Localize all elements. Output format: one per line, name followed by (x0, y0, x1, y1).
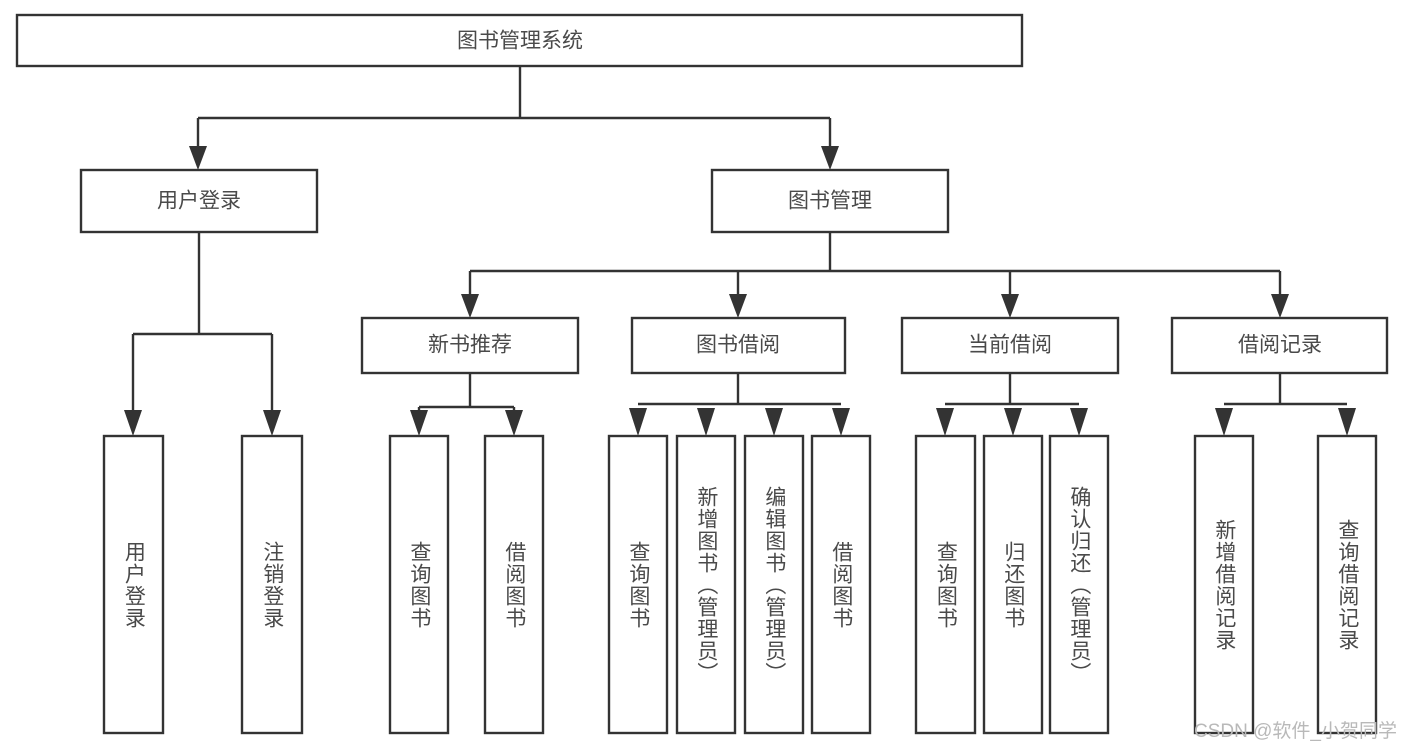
arrow-head-leaf-query-book-1 (410, 410, 428, 436)
node-current-borrow[interactable]: 当前借阅 (900, 316, 1120, 375)
node-leaf-logout-box[interactable] (240, 434, 304, 735)
arrow-head-leaf-return-book (1004, 408, 1022, 436)
arrow-head-leaf-user-login (124, 410, 142, 436)
node-new-book-rec[interactable]: 新书推荐 (360, 316, 580, 375)
arrow-head-leaf-logout (263, 410, 281, 436)
node-book-borrow-label: 图书借阅 (696, 334, 780, 357)
arrow-head-current-borrow (1001, 294, 1019, 318)
node-leaf-query-record-box[interactable] (1316, 434, 1378, 735)
node-book-manage-label: 图书管理 (788, 190, 872, 213)
connector-group-book-borrow (629, 373, 850, 436)
leaf-box-group (102, 434, 1378, 735)
node-current-borrow-label: 当前借阅 (968, 334, 1052, 357)
node-leaf-query-book-2-box[interactable] (607, 434, 669, 735)
node-borrow-record-label: 借阅记录 (1238, 334, 1322, 357)
arrow-head-user-login (189, 146, 207, 170)
arrow-head-leaf-query-book-3 (936, 408, 954, 436)
node-leaf-add-book-box[interactable] (675, 434, 737, 735)
node-current-borrow-box[interactable] (900, 316, 1120, 375)
node-leaf-borrow-book-1-box[interactable] (483, 434, 545, 735)
arrow-head-leaf-add-record (1215, 408, 1233, 436)
node-leaf-confirm-return-box[interactable] (1048, 434, 1110, 735)
node-leaf-query-book-1-box[interactable] (388, 434, 450, 735)
arrow-head-leaf-query-record (1338, 408, 1356, 436)
node-book-manage[interactable]: 图书管理 (710, 168, 950, 234)
node-book-borrow-box[interactable] (630, 316, 847, 375)
node-borrow-record[interactable]: 借阅记录 (1170, 316, 1389, 375)
watermark-text: CSDN @软件_小贺同学 (1194, 721, 1397, 742)
node-book-manage-box[interactable] (710, 168, 950, 234)
connector-group-root (189, 66, 839, 170)
node-root[interactable]: 图书管理系统 (15, 13, 1024, 68)
node-user-login-box[interactable] (79, 168, 319, 234)
connector-group-new-book-rec (410, 373, 523, 436)
arrow-head-leaf-add-book (697, 408, 715, 436)
connector-group-borrow-record (1215, 373, 1356, 436)
node-leaf-add-record-box[interactable] (1193, 434, 1255, 735)
node-leaf-borrow-book-2-box[interactable] (810, 434, 872, 735)
node-root-label: 图书管理系统 (457, 30, 583, 53)
node-leaf-query-book-3-box[interactable] (914, 434, 977, 735)
node-new-book-rec-label: 新书推荐 (428, 334, 512, 357)
node-leaf-user-login-box[interactable] (102, 434, 165, 735)
arrow-head-leaf-query-book-2 (629, 408, 647, 436)
node-book-borrow[interactable]: 图书借阅 (630, 316, 847, 375)
connector-group-current-borrow (936, 373, 1088, 436)
arrow-head-leaf-borrow-book-1 (505, 410, 523, 436)
node-user-login-label: 用户登录 (157, 190, 241, 213)
arrow-head-leaf-confirm-return (1070, 408, 1088, 436)
node-new-book-rec-box[interactable] (360, 316, 580, 375)
arrow-head-leaf-borrow-book-2 (832, 408, 850, 436)
node-user-login[interactable]: 用户登录 (79, 168, 319, 234)
arrow-head-book-borrow (729, 294, 747, 318)
node-leaf-edit-book-box[interactable] (743, 434, 805, 735)
arrow-head-book-manage (821, 146, 839, 170)
node-borrow-record-box[interactable] (1170, 316, 1389, 375)
arrow-head-new-book-rec (461, 294, 479, 318)
arrow-head-borrow-record (1271, 294, 1289, 318)
node-leaf-return-book-box[interactable] (982, 434, 1044, 735)
connector-group-book-manage (461, 232, 1289, 318)
node-root-box[interactable] (15, 13, 1024, 68)
connector-group-user-login (124, 232, 281, 436)
arrow-head-leaf-edit-book (765, 408, 783, 436)
